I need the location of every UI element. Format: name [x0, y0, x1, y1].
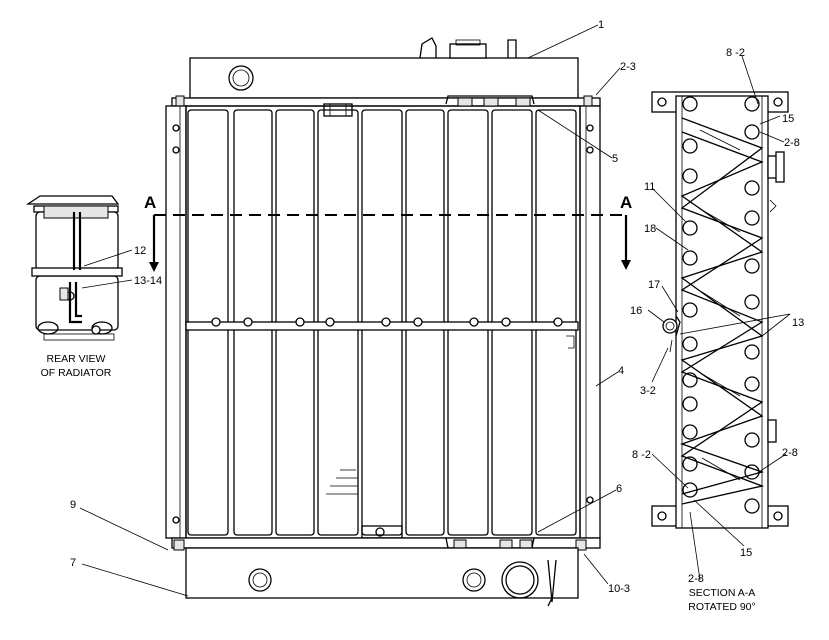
- callout-7: 7: [70, 557, 76, 569]
- callout-1: 1: [598, 19, 604, 31]
- rear-view-inset: [25, 195, 133, 341]
- captions: REAR VIEW OF RADIATOR SECTION A-A ROTATE…: [41, 353, 756, 613]
- right-side-channel: [579, 105, 601, 539]
- callout-12: 12: [134, 245, 146, 257]
- section-caption-line2: ROTATED 90°: [688, 601, 755, 613]
- callout-9: 9: [70, 499, 76, 511]
- callout-15-top: 15: [782, 113, 794, 125]
- callout-17: 17: [648, 279, 660, 291]
- section-mark-right: A: [620, 193, 632, 212]
- callout-11: 11: [644, 181, 655, 193]
- section-mark-left: A: [144, 193, 156, 212]
- callout-2-8-bottom: 2-8: [688, 573, 704, 585]
- section-caption-line1: SECTION A-A: [689, 587, 756, 599]
- callout-3-2: 3-2: [640, 385, 656, 397]
- callout-13-14: 13-14: [134, 275, 162, 287]
- top-tank: [189, 57, 579, 99]
- rear-view-caption-line2: OF RADIATOR: [41, 367, 112, 379]
- left-side-channel: [165, 105, 187, 539]
- callout-2-8-right: 2-8: [782, 447, 798, 459]
- leader-lines-main: [79, 24, 621, 597]
- callout-8-2-top: 8 -2: [726, 47, 745, 59]
- callout-2-3: 2-3: [620, 61, 636, 73]
- callout-6: 6: [616, 483, 622, 495]
- callout-13: 13: [792, 317, 804, 329]
- radiator-front-view: [165, 37, 601, 607]
- mid-bar-bolts: [211, 317, 563, 327]
- callout-2-8-top: 2-8: [784, 137, 800, 149]
- callout-8-2-bottom: 8 -2: [632, 449, 651, 461]
- callout-16: 16: [630, 305, 642, 317]
- bottom-tank: [185, 547, 579, 599]
- rear-view-caption-line1: REAR VIEW: [47, 353, 106, 365]
- callout-15-bottom: 15: [740, 547, 752, 559]
- section-a-a-view: [647, 55, 791, 581]
- section-body: [675, 95, 769, 529]
- callout-10-3: 10-3: [608, 583, 630, 595]
- section-line-a-a: A A: [144, 193, 632, 272]
- callout-labels: 1 2-3 5 4 6 9 7 10-3 12 13-14 8 -2 15 2-…: [70, 19, 804, 595]
- callout-4: 4: [618, 365, 624, 377]
- section-bolts: [682, 96, 760, 514]
- callout-5: 5: [612, 153, 618, 165]
- callout-18: 18: [644, 223, 656, 235]
